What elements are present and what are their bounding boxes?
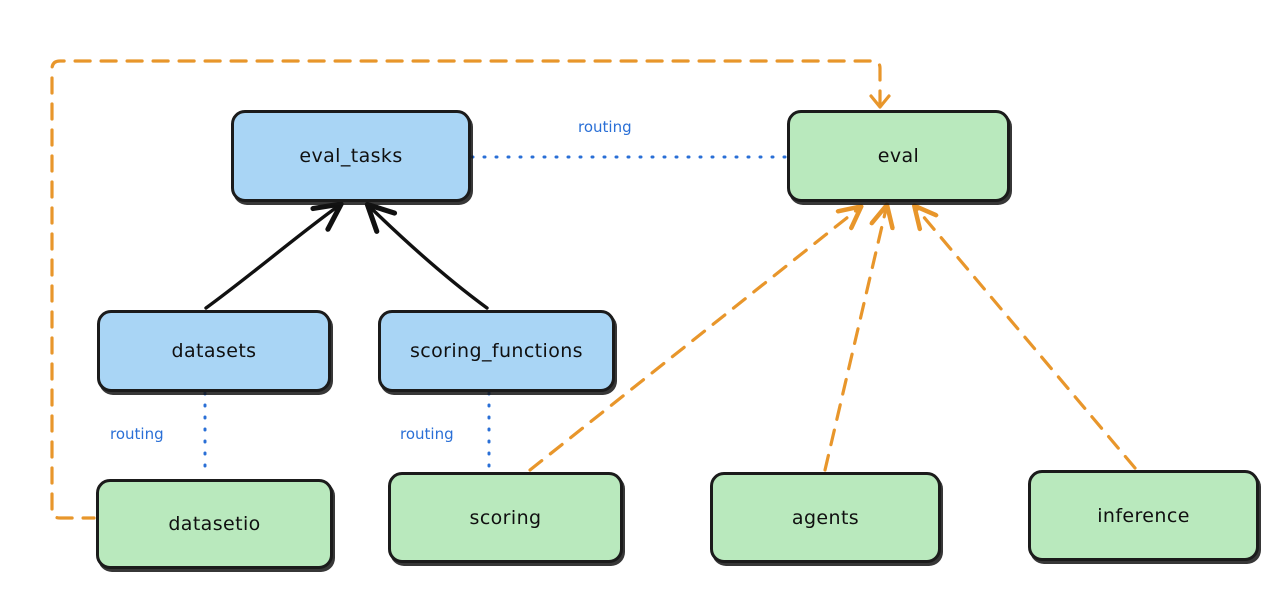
node-eval-tasks[interactable]: eval_tasks: [231, 110, 471, 202]
node-inference-label: inference: [1097, 504, 1190, 527]
edge-agents-to-eval: [823, 209, 886, 472]
node-datasets-label: datasets: [171, 340, 257, 362]
node-eval[interactable]: eval: [787, 110, 1010, 202]
node-scoring-label: scoring: [469, 506, 542, 529]
edge-label-scoring-functions-to-scoring: routing: [400, 425, 454, 443]
edge-inference-to-eval: [917, 209, 1137, 470]
node-scoring-functions-label: scoring_functions: [410, 340, 583, 362]
node-datasets[interactable]: datasets: [97, 310, 331, 392]
node-inference[interactable]: inference: [1028, 470, 1259, 561]
edge-label-eval-tasks-to-eval: routing: [578, 118, 632, 136]
edge-label-datasets-to-datasetio: routing: [110, 425, 164, 443]
edge-datasets-to-eval-tasks: [204, 201, 344, 310]
node-datasetio-label: datasetio: [168, 513, 261, 535]
node-eval-label: eval: [877, 145, 920, 167]
node-datasetio[interactable]: datasetio: [96, 479, 333, 569]
edge-scoring-functions-to-eval-tasks: [364, 201, 489, 310]
node-eval-tasks-label: eval_tasks: [299, 145, 403, 167]
edge-eval-to-datasetio-arrowhead: [869, 94, 891, 109]
node-agents-label: agents: [791, 506, 860, 529]
node-scoring[interactable]: scoring: [388, 472, 623, 563]
node-agents[interactable]: agents: [710, 472, 941, 563]
node-scoring-functions[interactable]: scoring_functions: [378, 310, 615, 392]
